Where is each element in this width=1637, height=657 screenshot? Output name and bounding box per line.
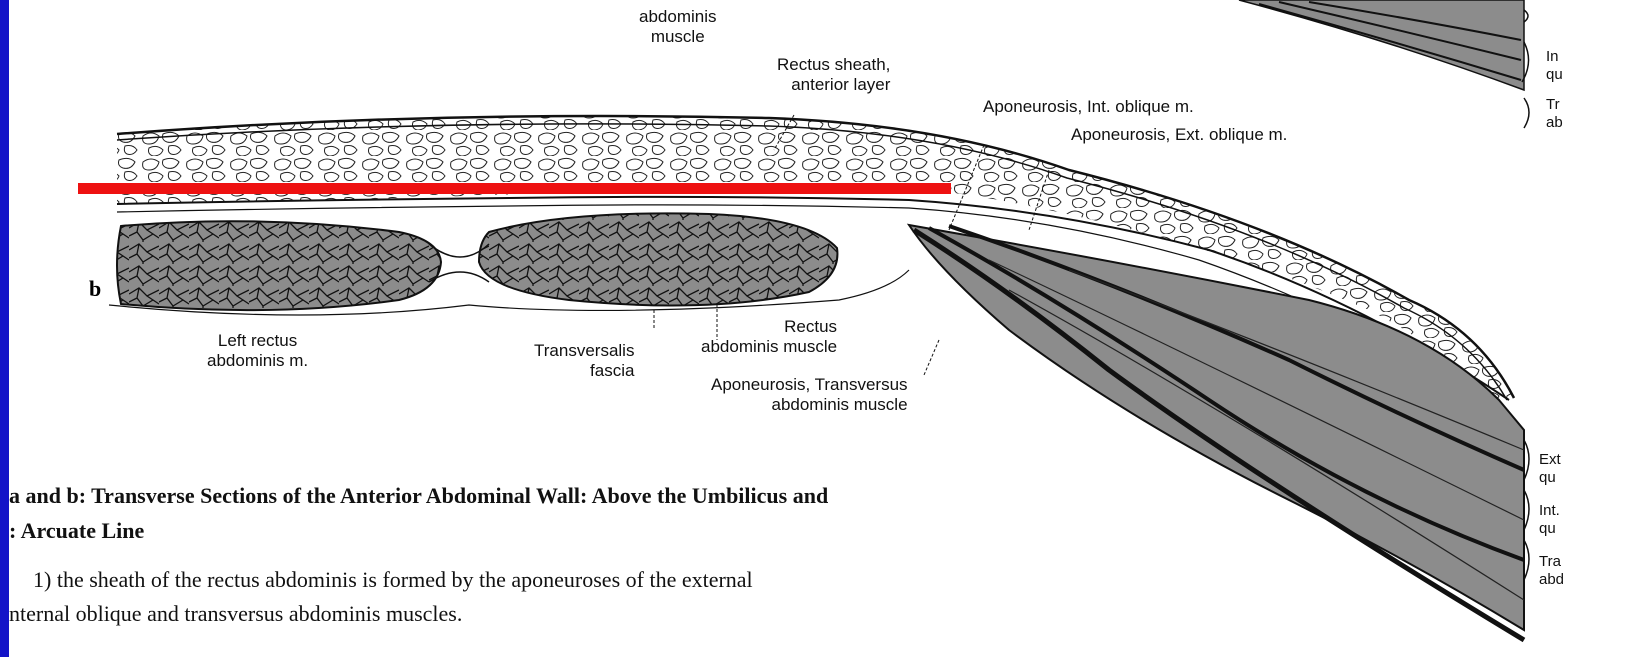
caption-title-line-2: : Arcuate Line: [9, 518, 144, 544]
lateral-oblique-muscles: [909, 225, 1524, 640]
caption-body-line-2: nternal oblique and transversus abdomini…: [9, 601, 462, 627]
side-label-bottom-right: Ext qu Int. qu Tra abd: [1539, 451, 1564, 589]
left-rectus-muscle: [117, 221, 441, 310]
label-aponeurosis-int-oblique: Aponeurosis, Int. oblique m.: [983, 97, 1194, 117]
caption-body-line-1: 1) the sheath of the rectus abdominis is…: [33, 567, 753, 593]
highlight-line: [78, 183, 951, 194]
right-rectus-muscle: [479, 213, 837, 305]
label-rectus-top: abdominis muscle: [639, 7, 717, 47]
label-rectus-sheath-anterior: Rectus sheath, anterior layer: [777, 55, 890, 95]
label-rectus-abdominis-muscle: Rectus abdominis muscle: [701, 317, 837, 357]
figure-letter: b: [89, 276, 101, 302]
label-left-rectus: Left rectus abdominis m.: [207, 331, 308, 371]
caption-title-line-1: a and b: Transverse Sections of the Ante…: [9, 483, 828, 509]
label-transversalis-fascia: Transversalis fascia: [534, 341, 634, 381]
upper-oblique-muscle-fragment: [1239, 0, 1529, 128]
figure-panel: abdominis muscle Rectus sheath, anterior…: [9, 0, 1637, 657]
side-label-top-right: In qu Tr ab: [1546, 48, 1563, 132]
label-aponeurosis-ext-oblique: Aponeurosis, Ext. oblique m.: [1071, 125, 1287, 145]
label-aponeurosis-transversus: Aponeurosis, Transversus abdominis muscl…: [711, 375, 908, 415]
